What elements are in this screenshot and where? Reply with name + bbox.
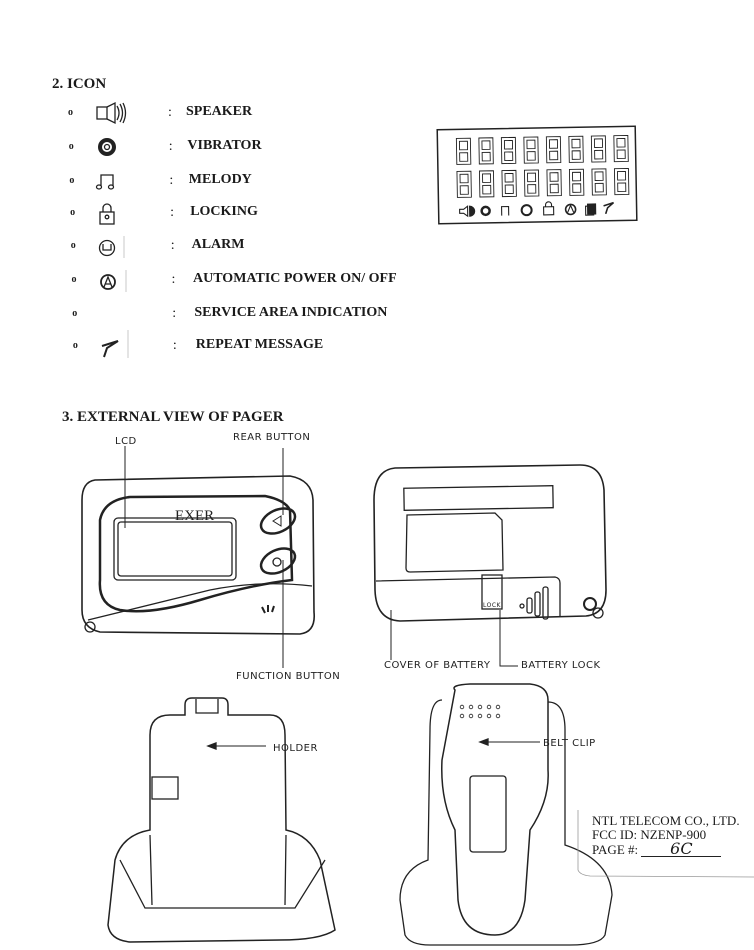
icon-label-melody: MELODY — [188, 172, 252, 187]
holder-label: HOLDER — [273, 743, 318, 754]
colon: : — [170, 238, 175, 253]
lcd-digit — [456, 170, 472, 198]
pager-front-diagram — [81, 446, 316, 668]
lcd-digit — [591, 168, 607, 196]
colon: : — [171, 272, 176, 287]
colon: : — [169, 173, 174, 188]
colon: : — [172, 306, 177, 321]
lock-icon — [543, 201, 555, 216]
auto-power-icon — [564, 203, 577, 216]
battery-lock-label: BATTERY LOCK — [521, 660, 601, 671]
holder-diagram — [107, 697, 336, 943]
bullet: o — [70, 240, 76, 251]
icon-label-speaker: SPEAKER — [186, 104, 253, 119]
bullet: o — [71, 274, 77, 285]
lock-text: LOCK — [483, 602, 502, 609]
lcd-digit — [478, 137, 494, 165]
section-heading-icon: 2. ICON — [52, 76, 107, 92]
belt-clip-label: BELT CLIP — [543, 738, 596, 749]
vent-hole — [468, 713, 474, 719]
lcd-digit — [546, 169, 562, 197]
bullet: o — [69, 175, 75, 186]
bullet: o — [72, 340, 78, 351]
lcd-digit — [455, 137, 472, 165]
speaker-icon — [96, 101, 127, 125]
speaker-icon — [459, 205, 476, 218]
service-area-icon — [585, 203, 597, 216]
footer-block: NTL TELECOM CO., LTD. FCC ID: NZENP-900 … — [592, 814, 740, 857]
lcd-status-icons — [459, 201, 615, 218]
icon-label-alarm: ALARM — [191, 237, 245, 252]
alarm-icon — [520, 204, 533, 217]
vent-hole — [495, 713, 501, 719]
fcc-id: FCC ID: NZENP-900 — [592, 827, 707, 842]
vent-hole — [459, 704, 465, 710]
lcd-digit — [478, 170, 495, 198]
icon-label-service-area: SERVICE AREA INDICATION — [194, 305, 388, 320]
icon-label-auto-power: AUTOMATIC POWER ON/ OFF — [193, 271, 397, 286]
cover-of-battery-label: COVER OF BATTERY — [384, 660, 491, 671]
melody-icon — [95, 174, 115, 190]
rear-button-label: REAR BUTTON — [233, 432, 310, 443]
bullet: o — [68, 107, 73, 118]
section-heading-external-view: 3. EXTERNAL VIEW OF PAGER — [62, 409, 284, 425]
page-label: PAGE #: — [592, 842, 639, 857]
lcd-digit — [568, 168, 585, 196]
lcd-digit — [613, 134, 629, 163]
bullet: o — [72, 308, 78, 319]
page-number-handwritten: 6C — [641, 841, 722, 857]
bullet: o — [70, 207, 76, 218]
belt-clip-diagram — [399, 683, 613, 946]
bullet: o — [68, 141, 74, 152]
auto-power-icon — [100, 274, 116, 290]
vent-hole — [486, 704, 492, 710]
colon: : — [170, 205, 174, 220]
lcd-digit — [523, 136, 539, 164]
lock-icon — [99, 203, 115, 225]
icon-label-repeat: REPEAT MESSAGE — [195, 337, 324, 352]
lcd-digit — [523, 169, 540, 197]
vibrator-icon — [480, 205, 491, 217]
lcd-digit — [590, 135, 607, 163]
lcd-digit — [500, 136, 517, 165]
colon: : — [168, 105, 172, 120]
vent-hole — [477, 704, 483, 710]
company-name: NTL TELECOM CO., LTD. — [592, 813, 740, 828]
repeat-icon — [603, 201, 615, 215]
vent-hole — [477, 713, 483, 719]
vent-hole — [459, 713, 465, 719]
vent-hole — [486, 713, 492, 719]
lcd-digit — [501, 169, 517, 198]
alarm-icon — [98, 239, 116, 257]
lcd-digit — [568, 135, 584, 163]
melody-icon — [501, 205, 510, 216]
lcd-digit — [613, 167, 630, 196]
lcd-digit — [545, 136, 562, 164]
brand-logo: EXER — [175, 508, 214, 524]
vent-hole — [495, 704, 501, 710]
function-button-label: FUNCTION BUTTON — [236, 671, 340, 682]
battery-lock — [481, 574, 503, 610]
vent-hole — [468, 704, 474, 710]
repeat-icon — [101, 340, 119, 358]
lcd-label: LCD — [115, 436, 137, 447]
colon: : — [172, 338, 177, 353]
pager-back-diagram — [373, 464, 607, 667]
vibrator-icon — [98, 138, 116, 156]
icon-label-vibrator: VIBRATOR — [187, 138, 262, 153]
colon: : — [168, 139, 173, 154]
icon-label-lock: LOCKING — [190, 204, 258, 219]
lcd-display-diagram — [436, 125, 638, 225]
